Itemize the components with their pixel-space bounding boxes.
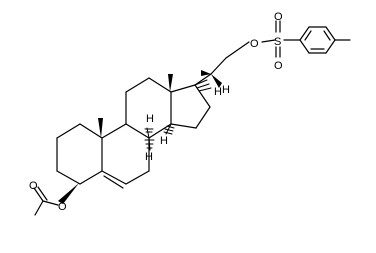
ring-d-bond-3	[195, 106, 211, 129]
ester-carbonyl-oxygen-label: O	[29, 180, 38, 192]
tosyl-o-s-bond	[261, 39, 276, 43]
ring-d-bond-2	[194, 84, 211, 108]
ring-a-bond-5	[79, 170, 103, 185]
ring-d-bond-4	[170, 123, 197, 129]
ring-a-bond-2	[56, 123, 81, 139]
ester-methyl-bond	[34, 200, 44, 216]
sulfur-label: S	[274, 36, 281, 48]
bond-lines	[33, 20, 351, 216]
stereo-wedges	[58, 70, 222, 204]
c8-hydrogen-label: H	[146, 113, 154, 125]
sulfonyl-top-oxygen-label: O	[274, 11, 283, 23]
aryl-inner-double-2	[323, 30, 331, 41]
side-chain-bond-1	[194, 73, 212, 86]
side-chain-bond-3	[225, 41, 250, 59]
ring-b-double-bond	[103, 175, 124, 189]
aryl-bond-1	[299, 26, 310, 41]
aryl-bond-3	[325, 26, 336, 41]
c14-hydrogen-label: H	[160, 135, 168, 147]
c20-methyl-wedge	[201, 70, 211, 76]
c13-methyl-wedge	[168, 74, 173, 92]
ring-c-bond-2	[125, 77, 150, 93]
ring-a-bond-6	[56, 170, 81, 185]
c3-ester-wedge	[58, 183, 79, 204]
ester-link-oxygen-label: O	[58, 201, 67, 213]
tosylate-link-oxygen-label: O	[250, 38, 259, 50]
ring-b-bond-5	[101, 170, 127, 185]
c20-h-wedge	[211, 74, 222, 88]
aryl-bond-4	[325, 39, 336, 54]
c17-hydrogen-label: H	[214, 86, 222, 98]
ester-carbonyl-bond-b	[37, 186, 48, 201]
ring-d-bond-1	[170, 84, 196, 93]
c10-methyl-wedge	[98, 118, 103, 138]
c9-hydrogen-label: H	[145, 151, 153, 163]
ester-carbonyl-bond-a	[33, 187, 44, 202]
ester-c-o-bond	[42, 200, 59, 206]
aryl-inner-double-1	[304, 30, 312, 41]
ring-b-bond-1	[101, 123, 127, 139]
side-chain-bond-2	[210, 57, 227, 75]
ring-c-bond-3	[148, 77, 172, 93]
ring-a-bond-3	[79, 123, 103, 139]
ring-b-bond-2	[125, 123, 150, 139]
c20-hydrogen-label: H	[222, 84, 230, 96]
ring-b-bond-4	[125, 170, 150, 185]
sulfonyl-bottom-oxygen-label: O	[274, 60, 283, 72]
hash-bonds	[144, 79, 212, 151]
aryl-bond-6	[299, 39, 310, 54]
